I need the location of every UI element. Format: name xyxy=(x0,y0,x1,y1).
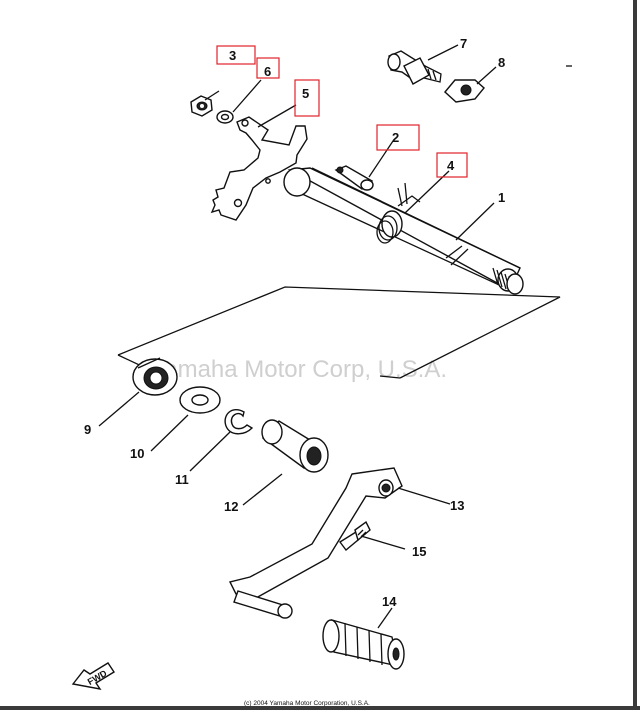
copyright-text: (c) 2004 Yamaha Motor Corporation, U.S.A… xyxy=(244,700,370,707)
callout-7[interactable]: 7 xyxy=(460,36,467,51)
callout-10[interactable]: 10 xyxy=(130,446,144,461)
callout-12[interactable]: 12 xyxy=(224,499,238,514)
callout-4[interactable]: 4 xyxy=(447,158,455,173)
leader-lines xyxy=(98,44,497,629)
part-1-shift-shaft[interactable] xyxy=(283,167,524,295)
part-14-pedal-rubber[interactable] xyxy=(322,619,405,670)
callout-6[interactable]: 6 xyxy=(264,64,271,79)
part-5-stopper-lever[interactable] xyxy=(210,116,308,221)
callout-15[interactable]: 15 xyxy=(412,544,426,559)
part-2-collar[interactable] xyxy=(334,165,374,191)
callout-11[interactable]: 11 xyxy=(175,472,189,487)
highlight-box-4 xyxy=(436,152,468,178)
part-3-nut[interactable] xyxy=(190,95,213,117)
part-6-washer[interactable] xyxy=(216,110,234,124)
callout-14[interactable]: 14 xyxy=(382,594,397,609)
frame-border-right xyxy=(633,0,637,710)
guide-plane-outline xyxy=(117,286,561,379)
highlight-box-2 xyxy=(376,124,420,151)
callout-5[interactable]: 5 xyxy=(302,86,309,101)
highlight-box-6 xyxy=(256,57,280,79)
part-7-bolt[interactable] xyxy=(387,50,442,85)
callout-3[interactable]: 3 xyxy=(229,48,236,63)
callout-13[interactable]: 13 xyxy=(450,498,464,513)
callout-1[interactable]: 1 xyxy=(498,190,505,205)
watermark-text: Yamaha Motor Corp, U.S.A. xyxy=(150,356,447,383)
part-10-washer[interactable] xyxy=(179,386,221,414)
highlight-box-5 xyxy=(294,79,320,117)
part-13-shift-pedal[interactable] xyxy=(228,467,403,619)
fwd-arrow-icon: FWD xyxy=(71,662,115,690)
callout-2[interactable]: 2 xyxy=(392,130,399,145)
part-11-circlip[interactable] xyxy=(224,408,254,435)
part-15-bolt[interactable] xyxy=(338,520,371,552)
part-12-seal[interactable] xyxy=(261,419,329,473)
highlight-box-3 xyxy=(216,45,256,65)
callout-9[interactable]: 9 xyxy=(84,422,91,437)
part-9-bearing[interactable] xyxy=(132,357,178,396)
part-8-nut[interactable] xyxy=(444,79,485,103)
frame-border-bottom xyxy=(0,706,640,710)
part-4-return-spring[interactable] xyxy=(376,182,421,244)
callout-8[interactable]: 8 xyxy=(498,55,505,70)
